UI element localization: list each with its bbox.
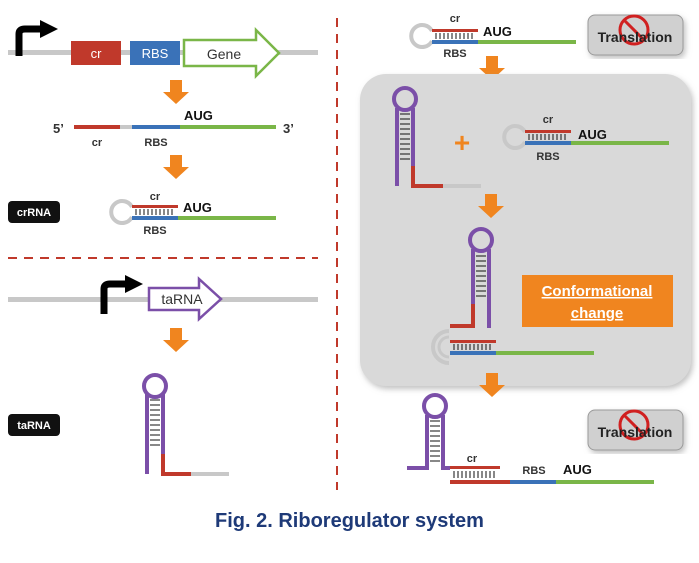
right-top-crrna: cr AUG RBS [409, 13, 576, 60]
bottom-rbs-label: RBS [522, 465, 545, 477]
five-prime-label: 5’ [53, 121, 64, 136]
tarna-promoter-arrow-icon [100, 280, 127, 314]
rbs-box [130, 41, 180, 65]
panel-complex [431, 227, 594, 365]
promoter-arrow-icon [15, 25, 42, 56]
tarna-construct: taRNA [8, 275, 318, 322]
conformational-change-line-2: change [571, 305, 624, 322]
panel-tarna-hairpin [392, 86, 481, 188]
process-arrow-2 [163, 155, 189, 179]
panel-rbs-label: RBS [536, 151, 559, 163]
plus-sign: + [454, 127, 470, 158]
crrna-hairpin: crRNA cr AUG RBS [8, 191, 276, 237]
conformational-change-line-1: Conformational [542, 283, 653, 300]
figure-caption: Fig. 2. Riboregulator system [215, 510, 484, 532]
translation-bottom-badge: Translation [587, 409, 684, 451]
process-arrow-right-3 [479, 373, 505, 397]
tarna-badge-label: taRNA [17, 420, 51, 432]
gene-construct: cr RBS Gene [8, 20, 318, 80]
interaction-panel [360, 74, 691, 386]
tarna-hairpin: taRNA [8, 373, 229, 476]
right-bottom-complex: cr RBS AUG [407, 393, 654, 484]
translation-top-label: Translation [598, 29, 673, 45]
right-top-aug-label: AUG [483, 24, 512, 39]
crrna-cr-label: cr [150, 191, 161, 203]
gene-label: Gene [207, 46, 241, 62]
panel-crrna-hairpin: cr AUG RBS [502, 114, 669, 163]
crrna-aug-label: AUG [183, 200, 212, 215]
bottom-aug-label: AUG [563, 462, 592, 477]
panel-aug-label: AUG [578, 127, 607, 142]
crrna-badge [8, 201, 60, 223]
cr-label: cr [91, 46, 103, 61]
bottom-cr-label: cr [467, 453, 478, 465]
process-arrow-1 [163, 80, 189, 104]
mrna-cr-label: cr [92, 137, 103, 149]
mrna-aug-label: AUG [184, 108, 213, 123]
panel-cr-label: cr [543, 114, 554, 126]
tarna-promoter-arrowhead-icon [125, 275, 143, 293]
mrna-rbs-label: RBS [144, 137, 167, 149]
rbs-label: RBS [142, 46, 169, 61]
three-prime-label: 3’ [283, 121, 294, 136]
mrna-transcript: 5’ 3’ AUG cr RBS [53, 108, 294, 149]
cr-box [71, 41, 121, 65]
promoter-arrowhead-icon [40, 20, 58, 38]
conformational-change-box: Conformational change [522, 275, 673, 327]
process-arrow-3 [163, 328, 189, 352]
crrna-badge-label: crRNA [17, 207, 51, 219]
prohibited-icon [618, 14, 650, 46]
crrna-rbs-label: RBS [143, 225, 166, 237]
tarna-gene-label: taRNA [161, 291, 203, 307]
translation-bottom-label: Translation [598, 424, 673, 440]
gene-arrow [182, 26, 281, 80]
right-top-cr-label: cr [450, 13, 461, 25]
right-top-rbs-label: RBS [443, 48, 466, 60]
prohibited-bottom-icon [618, 409, 650, 441]
process-arrow-right-2 [478, 194, 504, 218]
tarna-badge [8, 414, 60, 436]
translation-top-badge: Translation [587, 14, 684, 56]
tarna-gene-arrow [147, 276, 223, 322]
